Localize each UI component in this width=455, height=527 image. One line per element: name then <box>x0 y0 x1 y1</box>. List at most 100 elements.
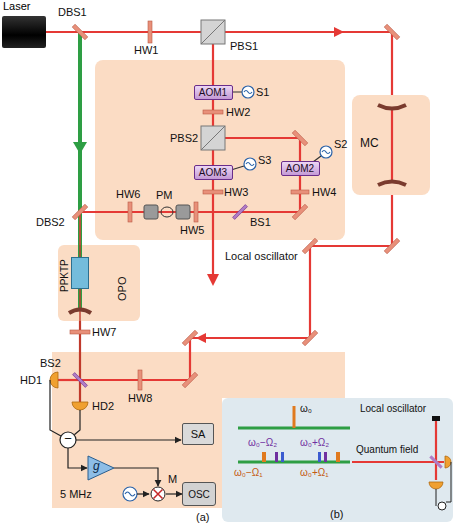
polarizing-cube <box>201 126 225 150</box>
part-label: HW8 <box>128 392 152 405</box>
homodyne-sketch <box>438 502 446 510</box>
beam-splitter <box>73 373 88 388</box>
node-label: SA <box>191 428 206 440</box>
photodiode <box>72 402 88 410</box>
signal-generator <box>231 92 321 170</box>
half-wave-plate <box>291 190 309 194</box>
half-wave-plate <box>70 330 90 334</box>
signal-generator <box>244 91 330 166</box>
red-beam <box>46 27 392 402</box>
homodyne-sketch <box>352 420 444 480</box>
cavity-mirror <box>69 310 91 314</box>
part-label: HD1 <box>20 374 42 387</box>
half-wave-plate <box>70 21 309 390</box>
spectrum-sketch <box>262 452 266 462</box>
photodiode <box>429 482 443 489</box>
part-label: 5 MHz <box>60 488 92 501</box>
mirror <box>182 372 198 388</box>
part-label: HW4 <box>312 186 336 199</box>
part-label: ω₀−Ω₁ <box>234 467 263 479</box>
part-label: BS1 <box>250 216 271 229</box>
mirror <box>292 204 308 220</box>
half-wave-plate <box>203 110 223 114</box>
mixer-circle <box>151 487 165 501</box>
spectrum-sketch <box>238 428 350 462</box>
part-label: HW5 <box>180 224 204 237</box>
photodiode <box>50 372 451 489</box>
aom-box: AOM2 <box>281 161 320 176</box>
node-label: AOM2 <box>286 163 314 174</box>
polarizing-cube <box>201 20 225 44</box>
node-label: MC <box>360 137 379 150</box>
homodyne-sketch <box>352 416 451 510</box>
spectrum-sketch <box>275 452 278 462</box>
half-wave-plate <box>138 370 142 390</box>
mirror <box>72 204 88 220</box>
fiber-coupler <box>176 205 190 219</box>
signal-wire <box>68 448 87 468</box>
mirror <box>302 330 318 346</box>
amplifier-drawing <box>88 456 114 480</box>
signal-wire <box>137 493 149 494</box>
fiber-coupler <box>144 205 190 219</box>
part-label: HD2 <box>92 400 114 413</box>
amplifier-triangle <box>88 456 114 480</box>
aom-box: AOM1 <box>194 85 233 100</box>
fiber-coupler <box>144 205 158 219</box>
part-label: BS2 <box>40 357 61 370</box>
node-label: AOM1 <box>199 87 227 98</box>
node-label: PPKTP <box>59 259 70 292</box>
cavity-mirror <box>378 105 406 185</box>
part-label: Local oscillator <box>360 403 426 415</box>
oscilloscope: OSC <box>182 482 216 506</box>
part-label: (a) <box>196 511 209 524</box>
part-label: ω₀−Ω₂ <box>248 437 277 449</box>
mirror <box>384 238 400 254</box>
part-label: Quantum field <box>356 444 418 456</box>
node-label: OPO <box>116 277 128 301</box>
polarizing-cube <box>201 20 225 44</box>
part-label: ω₀ <box>300 403 312 415</box>
part-label: PM <box>156 189 173 202</box>
node-label: g <box>93 460 100 473</box>
part-label: S1 <box>256 86 269 99</box>
panel <box>222 398 453 522</box>
spectrum-sketch <box>238 406 350 462</box>
fiber-coupler <box>161 207 173 217</box>
node-label: AOM3 <box>199 167 227 178</box>
spectrum-sketch <box>318 452 321 462</box>
signal-generator <box>123 86 332 501</box>
homodyne-sketch <box>436 462 451 506</box>
part-label: HW1 <box>134 44 158 57</box>
part-label: S2 <box>334 138 347 151</box>
mixer-symbol: M <box>150 486 166 502</box>
half-wave-plate <box>203 190 223 194</box>
homodyne-sketch <box>429 455 442 468</box>
part-label: Local oscillator <box>225 250 298 263</box>
red-beam <box>79 212 80 245</box>
red-beam <box>212 32 214 276</box>
part-label: HW2 <box>226 106 250 119</box>
part-label: ω₀+Ω₂ <box>300 437 329 449</box>
node-label: OSC <box>188 489 210 500</box>
nonlinear-crystal: PPKTP <box>71 257 89 289</box>
part-label: DBS1 <box>58 6 87 19</box>
signal-generator <box>125 492 135 496</box>
part-label: HW7 <box>92 326 116 339</box>
spectrum-sketch <box>336 452 340 462</box>
red-beam <box>334 27 344 37</box>
part-label: HW6 <box>116 188 140 201</box>
mirror <box>384 24 400 40</box>
half-wave-plate <box>148 21 152 43</box>
part-label: DBS2 <box>36 216 65 229</box>
photodiode <box>50 372 58 388</box>
mirror <box>292 130 308 146</box>
red-beam <box>46 32 392 380</box>
subtractor-sign: − <box>64 432 72 447</box>
amplifier-triangle: g <box>88 456 114 480</box>
mode-cleaner: MC <box>352 95 430 195</box>
spectrum-sketch <box>324 452 327 462</box>
mixer-cross <box>154 490 163 499</box>
aom-box: AOM3 <box>194 165 233 180</box>
signal-generator <box>123 487 137 501</box>
